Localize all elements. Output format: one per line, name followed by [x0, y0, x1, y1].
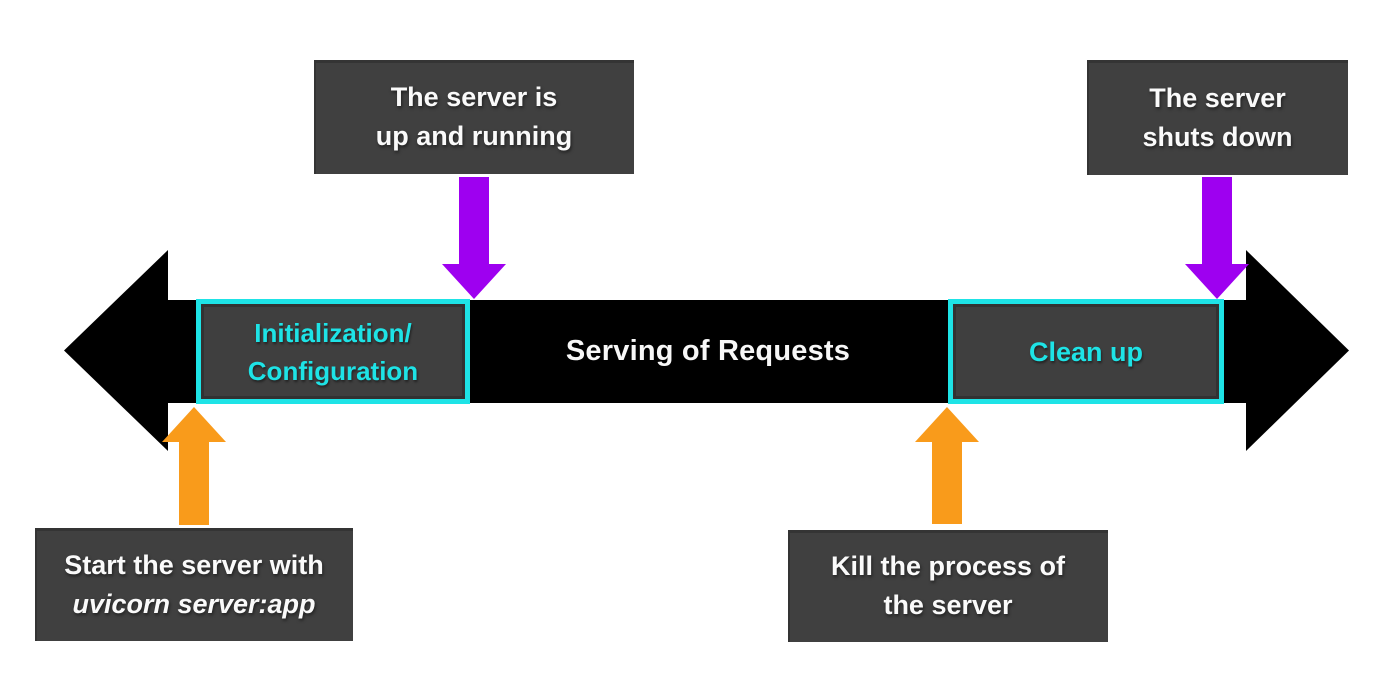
down-arrow-icon [442, 177, 506, 299]
down-arrow-icon [1185, 177, 1249, 299]
initialization-phase-box: Initialization/ Configuration [196, 299, 470, 404]
start-server-note-box: Start the server with uvicorn server:app [35, 528, 353, 641]
left-arrowhead-icon [64, 250, 168, 451]
server-up-note-box: The server is up and running [314, 60, 634, 174]
kill-process-note-line1: Kill the process of [830, 551, 1066, 581]
kill-process-note-line2: the server [883, 590, 1013, 620]
serving-phase-label: Serving of Requests [565, 335, 851, 367]
up-arrow-icon [915, 407, 979, 524]
up-arrow-icon [162, 407, 226, 525]
initialization-phase-label-line2: Configuration [247, 355, 419, 386]
start-server-note-line1: Start the server with [64, 549, 324, 580]
right-arrowhead-icon [1246, 250, 1349, 451]
server-up-note-line1: The server is [390, 82, 558, 112]
start-server-command-text: uvicorn server:app [72, 588, 316, 619]
server-shutdown-note-line2: shuts down [1142, 121, 1293, 152]
kill-process-note-box: Kill the process of the server [788, 530, 1108, 642]
cleanup-phase-label: Clean up [1028, 336, 1143, 367]
server-shutdown-note-box: The server shuts down [1087, 60, 1348, 175]
cleanup-phase-box: Clean up [948, 299, 1224, 404]
server-up-note-line2: up and running [375, 121, 573, 151]
server-shutdown-note-line1: The server [1149, 82, 1286, 113]
initialization-phase-label-line1: Initialization/ [254, 317, 412, 348]
